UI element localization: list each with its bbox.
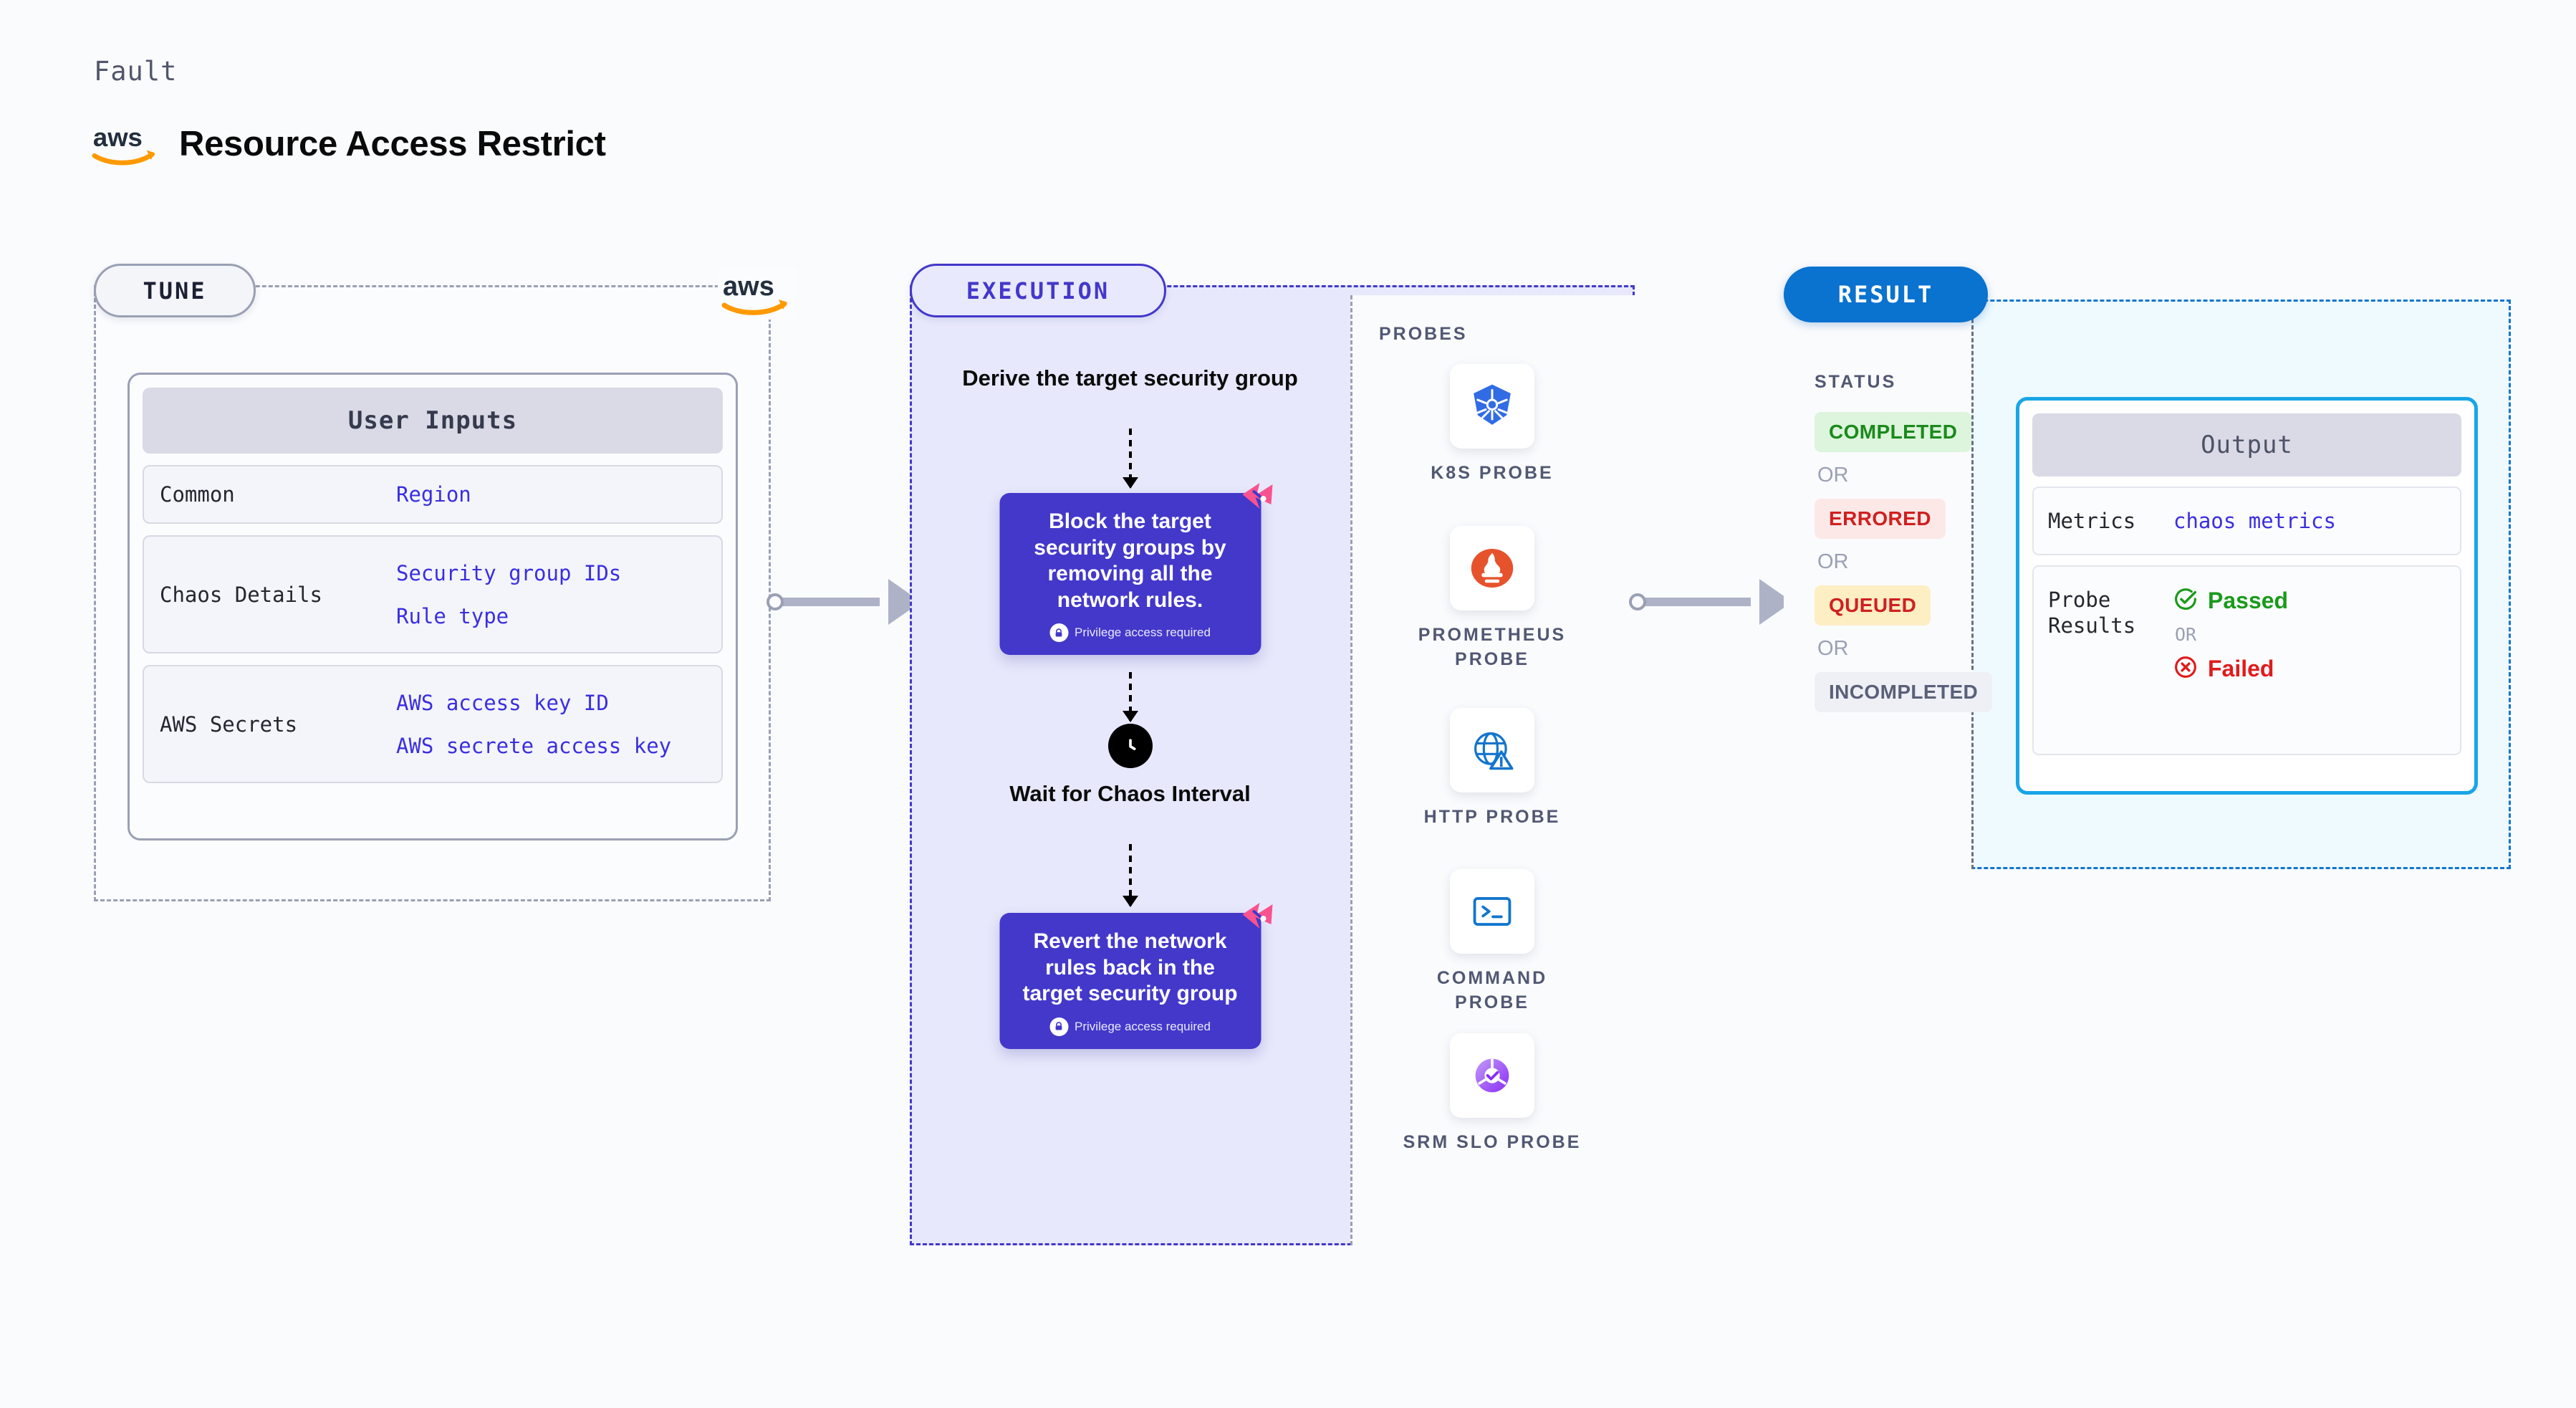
input-row-aws-secrets[interactable]: AWS Secrets AWS access key ID AWS secret… xyxy=(143,665,723,783)
input-row-key: Common xyxy=(160,482,235,507)
execution-card-text: Revert the network rules back in the tar… xyxy=(1022,929,1238,1006)
input-row-values: AWS access key ID AWS secrete access key xyxy=(396,691,671,758)
probe-label: K8S PROBE xyxy=(1431,463,1554,483)
derive-step-label: Derive the target security group xyxy=(962,365,1298,391)
status-subpanel xyxy=(1784,300,1974,869)
input-value: Rule type xyxy=(396,603,509,628)
output-card: Output Metrics chaos metrics Probe Resul… xyxy=(2016,397,2478,795)
privilege-text: Privilege access required xyxy=(1075,1019,1211,1033)
status-or: OR xyxy=(1817,464,1849,487)
connector-tune-to-execution xyxy=(766,573,930,631)
result-badge[interactable]: RESULT xyxy=(1784,267,1988,322)
privilege-text: Privilege access required xyxy=(1075,626,1211,640)
srm-slo-icon xyxy=(1450,1033,1534,1118)
wait-step-label: Wait for Chaos Interval xyxy=(1009,781,1251,806)
probe-label: HTTP PROBE xyxy=(1423,807,1561,827)
x-circle-icon xyxy=(2173,655,2198,682)
input-row-key: AWS Secrets xyxy=(160,712,298,737)
page-title-row: aws Resource Access Restrict xyxy=(92,122,606,166)
probe-label: PROMETHEUS PROBE xyxy=(1418,625,1567,669)
connector-handle-start[interactable] xyxy=(766,593,784,610)
input-value: AWS secrete access key xyxy=(396,733,672,758)
status-or: OR xyxy=(1817,637,1849,660)
svg-text:aws: aws xyxy=(723,272,774,302)
connector-line xyxy=(1638,598,1751,606)
input-value: Region xyxy=(396,482,471,507)
probes-label: PROBES xyxy=(1379,324,1468,344)
terminal-icon xyxy=(1450,869,1534,954)
prometheus-icon xyxy=(1450,526,1534,610)
probe-result-values: Passed OR Failed xyxy=(2173,587,2288,682)
probe-prometheus[interactable]: PROMETHEUS PROBE xyxy=(1399,526,1585,672)
connector-handle-start[interactable] xyxy=(1629,593,1646,610)
output-row-metrics[interactable]: Metrics chaos metrics xyxy=(2032,487,2461,555)
harness-corner-icon xyxy=(1238,897,1277,936)
probe-command[interactable]: COMMAND PROBE xyxy=(1399,869,1585,1015)
page-title: Resource Access Restrict xyxy=(179,125,606,163)
tune-aws-logo-icon: aws xyxy=(718,267,797,320)
svg-text:aws: aws xyxy=(93,123,143,152)
harness-corner-icon xyxy=(1238,477,1277,516)
page-kicker: Fault xyxy=(94,56,178,87)
status-badge-errored: ERRORED xyxy=(1815,499,1946,539)
input-value: Security group IDs xyxy=(396,560,622,585)
lock-icon xyxy=(1049,623,1069,643)
status-badge-incompleted: INCOMPLETED xyxy=(1815,672,1993,712)
privilege-note: Privilege access required xyxy=(1014,1017,1246,1036)
status-list: COMPLETED OR ERRORED OR QUEUED OR INCOMP… xyxy=(1815,412,1993,712)
tune-badge[interactable]: TUNE xyxy=(94,264,256,317)
status-or: OR xyxy=(1817,550,1849,573)
probe-http[interactable]: HTTP PROBE xyxy=(1399,708,1585,830)
user-inputs-title: User Inputs xyxy=(143,388,723,454)
globe-warning-icon xyxy=(1450,708,1534,792)
connector-line xyxy=(775,598,880,606)
input-row-key: Chaos Details xyxy=(160,582,322,607)
input-row-common[interactable]: Common Region xyxy=(143,465,723,524)
flow-arrow-2 xyxy=(1122,672,1138,722)
probe-label: SRM SLO PROBE xyxy=(1403,1132,1582,1152)
execution-flow: Derive the target security group Block t… xyxy=(910,285,1350,1245)
input-row-values: Region xyxy=(396,482,471,507)
probe-result-or: OR xyxy=(2175,624,2197,645)
execution-card-text: Block the target security groups by remo… xyxy=(1034,509,1226,612)
connector-execution-to-result xyxy=(1629,573,1801,631)
lock-icon xyxy=(1049,1017,1069,1036)
input-row-chaos-details[interactable]: Chaos Details Security group IDs Rule ty… xyxy=(143,535,723,653)
probe-result-passed: Passed xyxy=(2173,587,2288,614)
execution-badge[interactable]: EXECUTION xyxy=(910,264,1166,317)
output-row-probe-results[interactable]: Probe Results Passed OR xyxy=(2032,565,2461,755)
check-circle-icon xyxy=(2173,587,2198,614)
status-badge-completed: COMPLETED xyxy=(1815,412,1972,452)
kubernetes-icon xyxy=(1450,364,1534,449)
input-value: AWS access key ID xyxy=(396,690,609,715)
probe-srm-slo[interactable]: SRM SLO PROBE xyxy=(1399,1033,1585,1155)
input-row-values: Security group IDs Rule type xyxy=(396,561,621,628)
probe-result-passed-label: Passed xyxy=(2208,587,2289,613)
execution-card-block[interactable]: Block the target security groups by remo… xyxy=(999,483,1272,656)
output-title: Output xyxy=(2032,413,2461,476)
output-row-key: Probe Results xyxy=(2048,588,2136,638)
output-row-value: chaos metrics xyxy=(2173,509,2336,533)
clock-icon xyxy=(1107,724,1153,768)
probe-k8s[interactable]: K8S PROBE xyxy=(1399,364,1585,486)
execution-card-revert[interactable]: Revert the network rules back in the tar… xyxy=(999,903,1272,1049)
status-label: STATUS xyxy=(1815,372,1897,392)
privilege-note: Privilege access required xyxy=(1014,623,1246,643)
probe-result-failed-label: Failed xyxy=(2208,655,2274,681)
status-badge-queued: QUEUED xyxy=(1815,585,1931,626)
aws-logo-icon: aws xyxy=(92,122,160,166)
user-inputs-card: User Inputs Common Region Chaos Details … xyxy=(128,373,738,841)
probe-result-failed: Failed xyxy=(2173,655,2288,682)
output-row-key: Metrics xyxy=(2048,508,2136,533)
flow-arrow-1 xyxy=(1122,428,1138,489)
probe-label: COMMAND PROBE xyxy=(1436,968,1548,1012)
flow-arrow-3 xyxy=(1122,844,1138,907)
